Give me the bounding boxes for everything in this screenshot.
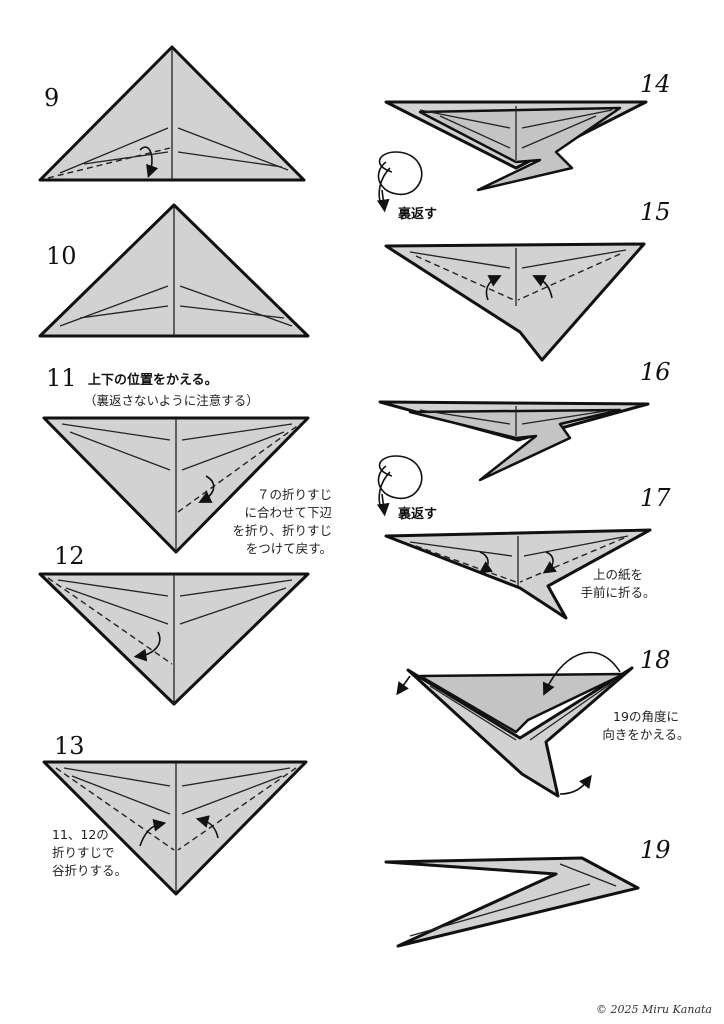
step-10-figure <box>38 203 310 338</box>
step-14-figure <box>384 100 648 192</box>
step-number-18: 18 <box>640 646 671 674</box>
step-number-13: 13 <box>54 732 85 760</box>
step-11-instruction: ７の折りすじ に合わせて下辺 を折り、折りすじ をつけて戻す。 <box>232 487 332 557</box>
step-number-12: 12 <box>54 542 85 570</box>
step-17-figure <box>384 528 652 620</box>
step-number-16: 16 <box>640 358 671 386</box>
step-19-figure <box>384 856 640 948</box>
step-11-figure <box>42 416 310 554</box>
step-11-note: （裏返さないように注意する） <box>84 393 259 408</box>
flip-label-2: 裏返す <box>398 507 438 522</box>
step-15-figure <box>384 242 646 362</box>
step-16-figure <box>378 400 650 482</box>
step-number-19: 19 <box>640 836 671 864</box>
flip-arrow-1 <box>376 151 423 213</box>
step-13-instruction: 11、12の 折りすじで 谷折りする。 <box>52 827 128 879</box>
step-number-9: 9 <box>44 84 60 112</box>
step-number-11: 11 <box>46 364 77 392</box>
step-18-instruction: 19の角度に 向きをかえる。 <box>602 709 690 743</box>
flip-arrow-2 <box>376 455 423 517</box>
step-13-figure <box>42 760 308 896</box>
step-18-figure <box>396 651 634 798</box>
step-11-title: 上下の位置をかえる。 <box>88 373 218 388</box>
step-number-17: 17 <box>640 484 671 512</box>
step-number-10: 10 <box>46 242 77 270</box>
step-9-figure <box>38 45 306 182</box>
step-number-15: 15 <box>640 198 671 226</box>
flip-label-1: 裏返す <box>398 207 438 222</box>
copyright-text: © 2025 Miru Kanata <box>595 1003 712 1016</box>
step-12-figure <box>38 572 310 706</box>
step-number-14: 14 <box>640 70 671 98</box>
step-17-instruction: 上の紙を 手前に折る。 <box>580 567 656 601</box>
